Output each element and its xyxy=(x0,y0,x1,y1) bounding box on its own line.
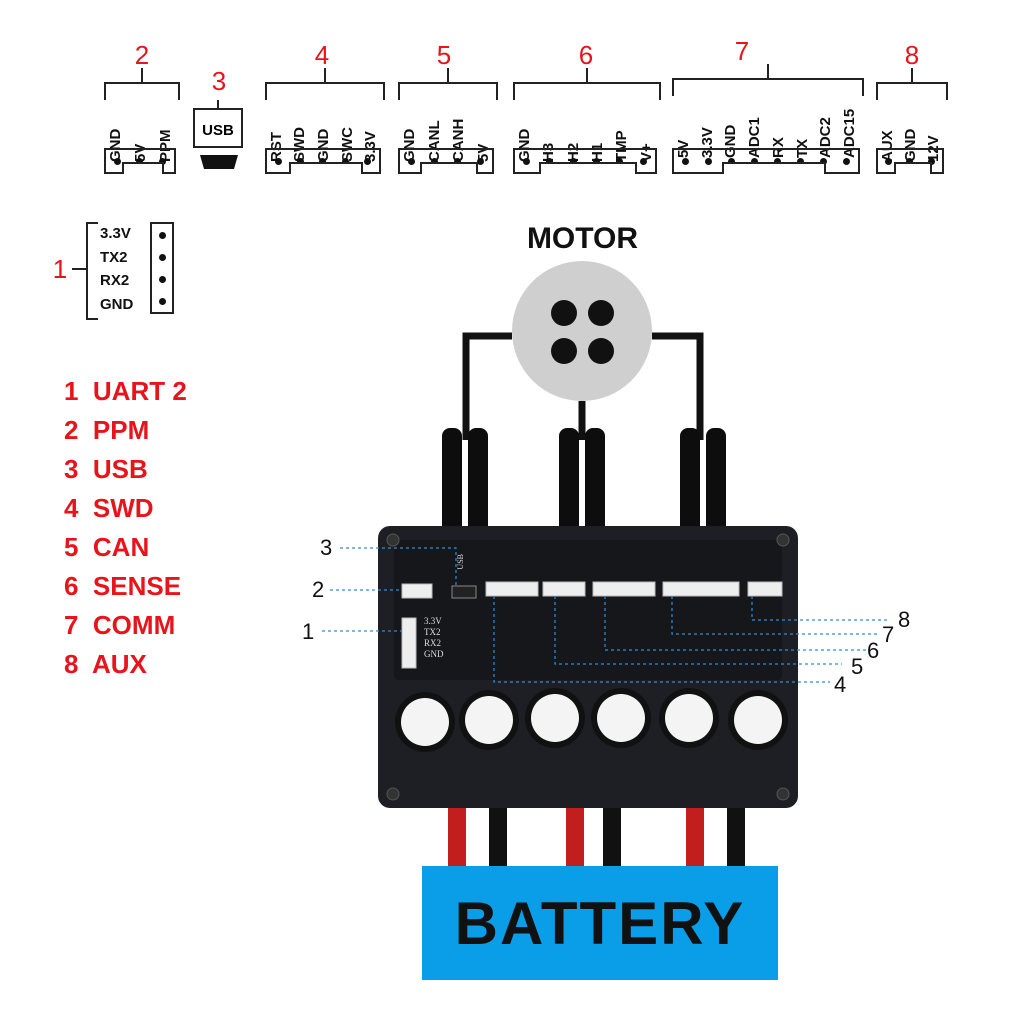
legend-item: 5 CAN xyxy=(64,532,150,562)
callout-2: 2 xyxy=(312,577,325,602)
callout-1: 1 xyxy=(302,619,315,644)
callout-8: 8 xyxy=(898,607,911,632)
board-pin-label: TX2 xyxy=(424,627,441,637)
motor-wires xyxy=(462,332,704,440)
connector-number: 3 xyxy=(211,66,227,96)
callout-4: 4 xyxy=(834,672,847,697)
motor-icon xyxy=(512,261,652,401)
capacitors xyxy=(395,688,788,752)
battery-cables xyxy=(448,800,745,872)
legend-item: 7 COMM xyxy=(64,610,176,640)
usb-port-icon xyxy=(200,155,238,169)
callout-3: 3 xyxy=(320,535,333,560)
board-connectors xyxy=(401,581,783,669)
bracket xyxy=(672,64,864,96)
legend: 1 UART 2 2 PPM 3 USB 4 SWD 5 CAN 6 SENSE… xyxy=(64,372,187,684)
usb-label: USB xyxy=(202,122,234,139)
board-pin-label: RX2 xyxy=(424,638,442,648)
pin-header xyxy=(265,148,381,174)
bracket xyxy=(193,100,243,110)
callout-6: 6 xyxy=(867,638,880,663)
board-label-uart: 3.3V TX2 RX2 GND xyxy=(424,616,444,660)
esc-board xyxy=(378,526,798,808)
pin-label: RX2 xyxy=(100,272,130,289)
bracket xyxy=(513,68,661,100)
bracket-stem xyxy=(72,268,86,270)
pin-label: 3.3V xyxy=(100,225,131,242)
legend-item: 3 USB xyxy=(64,454,148,484)
connector-number: 8 xyxy=(904,40,920,70)
connector-number: 7 xyxy=(734,36,750,66)
bracket xyxy=(876,68,948,100)
legend-item: 8 AUX xyxy=(64,649,147,679)
pin-header xyxy=(876,148,944,174)
legend-item: 4 SWD xyxy=(64,493,154,523)
pin-header xyxy=(398,148,494,174)
board-pin-label: GND xyxy=(424,649,444,659)
callout-7: 7 xyxy=(882,622,895,647)
pin-header xyxy=(104,148,176,174)
bracket xyxy=(398,68,498,100)
callout-5: 5 xyxy=(851,654,864,679)
motor-title: MOTOR xyxy=(526,222,639,255)
pin-header xyxy=(513,148,657,174)
pin-header xyxy=(150,222,174,314)
bracket xyxy=(86,222,98,320)
callout-lines xyxy=(322,547,890,683)
phase-cables xyxy=(442,428,726,534)
usb-box: USB xyxy=(193,108,243,148)
bracket xyxy=(265,68,385,100)
legend-item: 6 SENSE xyxy=(64,571,182,601)
board-pin-label: 3.3V xyxy=(424,616,442,626)
legend-item: 2 PPM xyxy=(64,415,150,445)
bracket xyxy=(104,68,180,100)
legend-item: 1 UART 2 xyxy=(64,376,187,406)
pin-header xyxy=(672,148,860,174)
connector-number: 5 xyxy=(436,40,452,70)
connector-number: 1 xyxy=(52,254,68,284)
connector-number: 6 xyxy=(578,40,594,70)
connector-number: 4 xyxy=(314,40,330,70)
battery-label: BATTERY xyxy=(454,889,746,957)
pin-label: TX2 xyxy=(100,248,128,266)
board-label-usb: USB xyxy=(456,554,465,570)
pin-label: GND xyxy=(100,295,134,313)
connector-number: 2 xyxy=(134,40,150,70)
uart-pin-labels: 3.3V TX2 RX2 GND xyxy=(100,222,133,316)
battery-block: BATTERY xyxy=(422,866,778,980)
